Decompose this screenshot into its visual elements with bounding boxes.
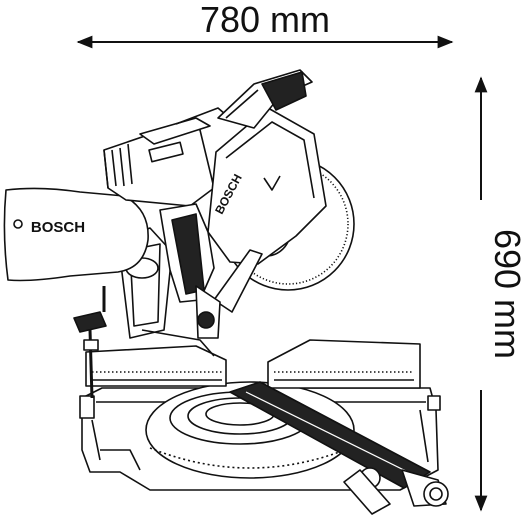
dust-bag: BOSCH [3, 187, 149, 282]
height-dimension: 690 mm [474, 76, 528, 512]
dust-bag-brand: BOSCH [31, 219, 85, 236]
width-dimension-label: 780 mm [200, 0, 330, 40]
pivot-mechanism [159, 203, 221, 339]
workpiece-clamp [73, 286, 107, 399]
bevel-lock-arm [229, 381, 449, 515]
motor-housing [103, 107, 233, 207]
height-dimension-label: 690 mm [487, 229, 528, 359]
fence-left [85, 345, 227, 387]
blade-guard: BOSCH [207, 107, 327, 313]
width-dimension: 780 mm [76, 0, 454, 49]
miter-saw-drawing: BOSCH BOSCH [3, 69, 449, 515]
fence-right [267, 339, 421, 389]
saw-handle [217, 69, 313, 129]
